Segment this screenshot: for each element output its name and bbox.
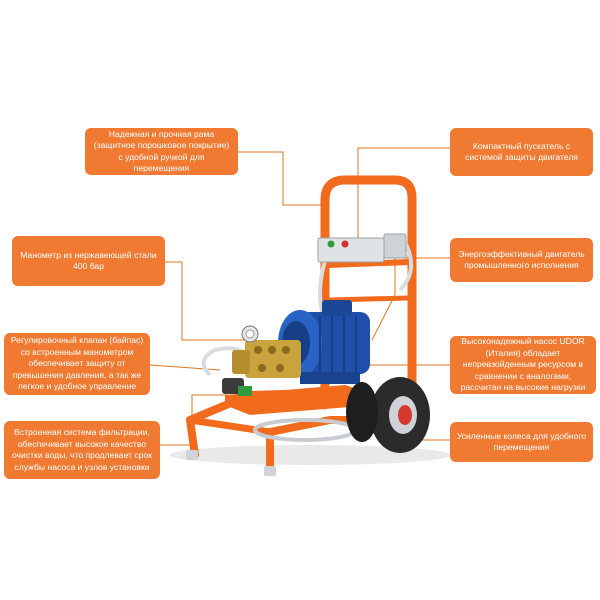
callout-pump: Высоконадежный насос UDOR (Италия) облад… [450,336,596,394]
leader-frame [238,151,322,206]
leader-motor [371,257,450,341]
front-foot-left [186,450,198,460]
callout-filter: Встроенная система фильтрации, обеспечив… [4,421,160,479]
wheel-rear [370,377,430,453]
callout-motor-text: Энергоэффективный двигатель промышленног… [458,248,585,271]
front-foot-right [264,466,276,476]
callout-frame-text: Надежная и прочная рама (защитное порошк… [93,128,230,174]
filter-bracket [238,386,252,396]
callout-wheels: Усиленные колеса для удобного перемещени… [450,422,593,462]
callout-frame: Надежная и прочная рама (защитное порошк… [85,128,238,175]
callout-valve-text: Регулировочный клапан (байпас) со встрое… [10,335,144,392]
callout-filter-text: Встроенная система фильтрации, обеспечив… [11,427,153,472]
ground-shadow [170,445,450,465]
leader-gauge [165,261,248,341]
callout-gauge: Манометр из нержавеющей стали 400 бар [12,236,165,286]
callout-starter-text: Компактный пускатель с системой защиты д… [465,140,578,163]
callout-motor: Энергоэффективный двигатель промышленног… [450,238,593,282]
starter-box [317,233,407,263]
leader-valve [149,364,221,371]
callout-pump-text: Высоконадежный насос UDOR (Италия) облад… [460,336,586,393]
callout-starter: Компактный пускатель с системой защиты д… [450,128,593,176]
callout-gauge-text: Манометр из нержавеющей стали 400 бар [20,249,157,272]
callout-wheels-text: Усиленные колеса для удобного перемещени… [456,430,587,453]
callout-valve: Регулировочный клапан (байпас) со встрое… [4,333,150,395]
base-plate [225,385,375,415]
leader-lines [149,147,450,446]
wheel-front [346,382,378,442]
leader-starter [357,147,450,240]
pump [232,325,301,378]
